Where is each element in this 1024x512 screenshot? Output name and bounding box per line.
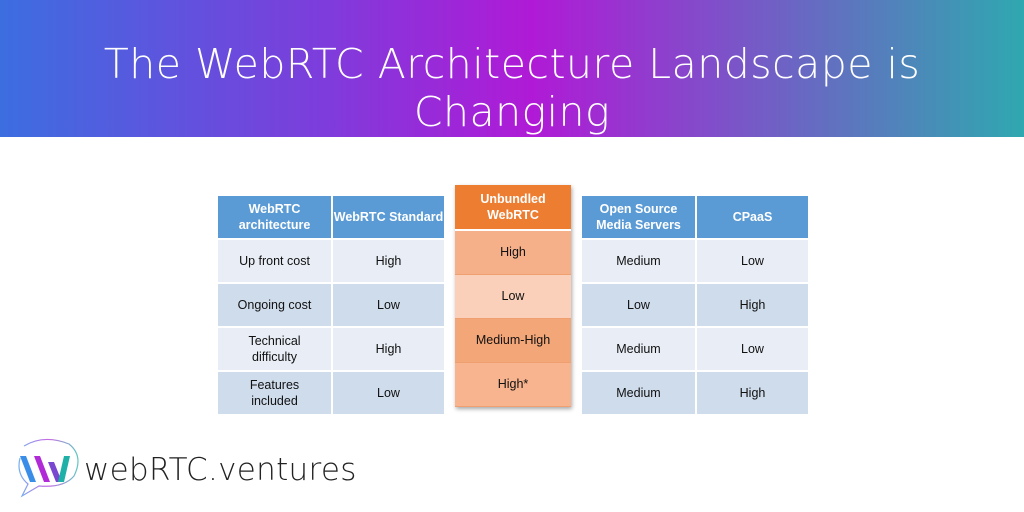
header-standard: WebRTC Standard	[331, 194, 446, 240]
row-label: Features included	[216, 370, 333, 416]
page-title: The WebRTC Architecture Landscape is Cha…	[103, 40, 921, 136]
cell: Medium	[580, 370, 697, 416]
cell: Low	[695, 238, 810, 284]
cell: Medium-High	[455, 318, 571, 363]
cell: Low	[580, 282, 697, 328]
cell: High*	[455, 362, 571, 407]
webrtc-ventures-logo-icon	[18, 438, 79, 498]
header-architecture: WebRTC architecture	[216, 194, 333, 240]
cell: High	[695, 282, 810, 328]
cell: Medium	[580, 326, 697, 372]
row-label: Up front cost	[216, 238, 333, 284]
row-label: Ongoing cost	[216, 282, 333, 328]
cell: Low	[331, 370, 446, 416]
header-cpaas: CPaaS	[695, 194, 810, 240]
header-open-source: Open Source Media Servers	[580, 194, 697, 240]
cell: Low	[331, 282, 446, 328]
cell: High	[695, 370, 810, 416]
cell: High	[331, 238, 446, 284]
header-unbundled: Unbundled WebRTC	[455, 185, 571, 231]
cell: High	[331, 326, 446, 372]
cell: Medium	[580, 238, 697, 284]
title-banner: The WebRTC Architecture Landscape is Cha…	[0, 0, 1024, 137]
cell: Low	[695, 326, 810, 372]
cell: Low	[455, 274, 571, 319]
cell: High	[455, 230, 571, 275]
unbundled-webrtc-table: Unbundled WebRTC High Low Medium-High Hi…	[455, 185, 571, 407]
row-label: Technical difficulty	[216, 326, 333, 372]
brand-name: webRTC.ventures	[84, 452, 357, 488]
